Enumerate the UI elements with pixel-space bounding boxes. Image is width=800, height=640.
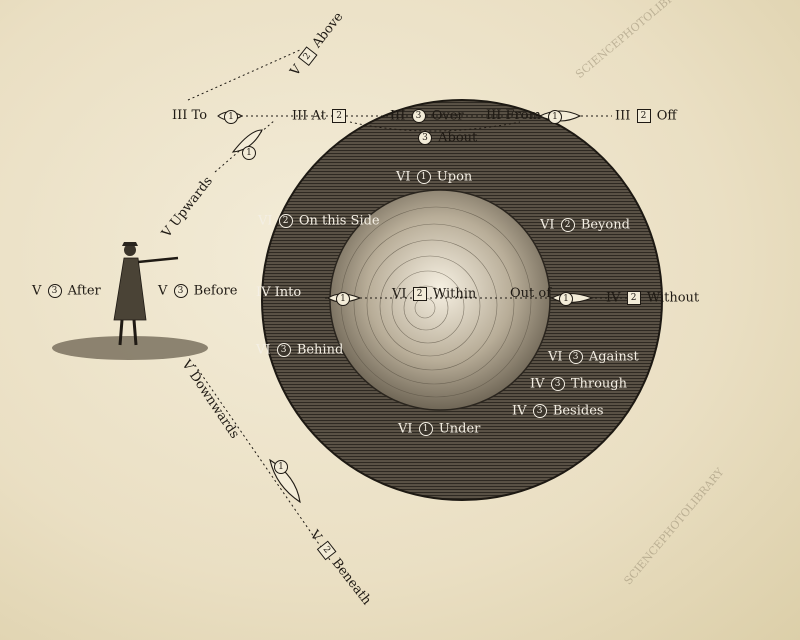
label-out-of: Out of bbox=[510, 286, 552, 301]
marker-one: 1 bbox=[336, 292, 350, 306]
label-off: III 2 Off bbox=[615, 108, 677, 124]
label-without: IV 2 Without bbox=[606, 290, 700, 306]
label-before: V 3 Before bbox=[158, 283, 238, 299]
label-into: IV Into bbox=[256, 285, 302, 300]
marker-one: 1 bbox=[224, 110, 238, 124]
label-upon: VI 1 Upon bbox=[396, 169, 473, 185]
label-at: III At 2 bbox=[292, 109, 348, 123]
label-after: V 3 After bbox=[32, 283, 101, 299]
marker-one: 1 bbox=[242, 146, 256, 160]
label-about: 3 About bbox=[416, 131, 477, 145]
label-behind: VI 3 Behind bbox=[256, 342, 344, 358]
label-against: VI 3 Against bbox=[548, 349, 639, 365]
label-over: III 3 Over bbox=[390, 108, 464, 124]
marker-one: 1 bbox=[548, 110, 562, 124]
inner-sphere bbox=[329, 189, 551, 411]
standing-figure-illustration bbox=[52, 242, 208, 360]
label-from: III From bbox=[486, 108, 541, 123]
label-beyond: VI 2 Beyond bbox=[540, 217, 630, 233]
label-through: IV 3 Through bbox=[530, 376, 627, 392]
label-under: VI 1 Under bbox=[398, 421, 481, 437]
label-within: VI 2 Within bbox=[392, 286, 477, 302]
guide-lines bbox=[187, 49, 640, 561]
label-besides: IV 3 Besides bbox=[512, 403, 604, 419]
label-to: III To bbox=[172, 108, 208, 123]
marker-one: 1 bbox=[559, 292, 573, 306]
label-on-this-side: VI 2 On this Side bbox=[258, 213, 380, 229]
marker-one: 1 bbox=[274, 460, 288, 474]
